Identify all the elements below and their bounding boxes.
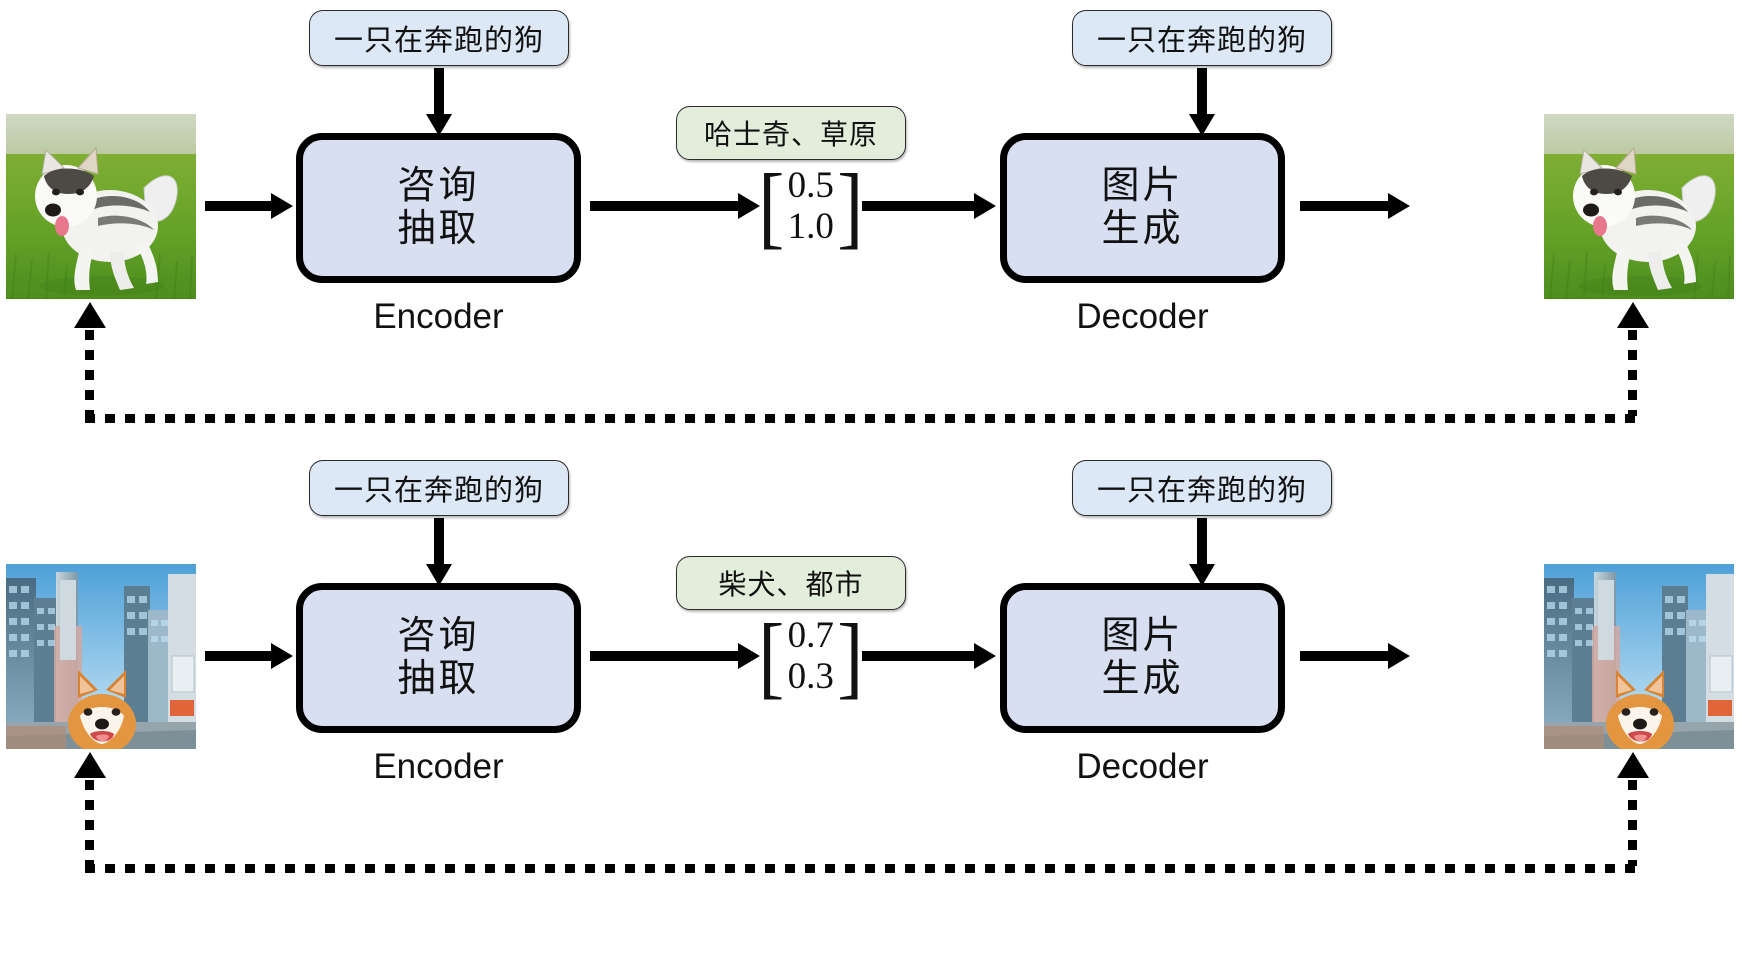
encoder-line-1: 咨询 — [397, 615, 480, 658]
encoder-module[interactable]: 咨询 抽取 — [296, 583, 581, 733]
bracket-close: ] — [837, 154, 864, 257]
latent-value-0: 0.5 — [787, 165, 834, 206]
feedback-left-arrowhead — [74, 302, 106, 328]
arrow-encoder-to-latent — [590, 193, 760, 219]
feedback-left-riser — [85, 330, 94, 416]
latent-value-1: 0.3 — [787, 655, 834, 697]
arrow-input-to-encoder — [205, 643, 293, 669]
arrow-decoder-to-output — [1300, 193, 1410, 219]
pipeline-row-shiba: 一只在奔跑的狗 咨询 抽取 Encoder 柴犬、都市 [ 0.7 0.3 ] … — [0, 450, 1742, 880]
arrow-input-to-encoder — [205, 193, 293, 219]
arrow-latent-to-decoder — [862, 193, 996, 219]
latent-vector: [ 0.7 0.3 ] — [756, 604, 866, 707]
input-image-husky — [6, 114, 196, 299]
husky-photo-icon — [1544, 114, 1734, 299]
feedback-right-arrowhead — [1617, 302, 1649, 328]
decoder-line-1: 图片 — [1101, 165, 1184, 208]
encoder-prompt-pill[interactable]: 一只在奔跑的狗 — [309, 10, 569, 66]
decoder-prompt-pill[interactable]: 一只在奔跑的狗 — [1072, 10, 1332, 66]
arrow-encoder-to-latent — [590, 643, 760, 669]
decoder-caption: Decoder — [1076, 747, 1209, 786]
bracket-open: [ — [758, 154, 785, 257]
latent-value-1: 1.0 — [787, 205, 834, 247]
shiba-city-photo-icon — [6, 564, 196, 749]
decoder-module[interactable]: 图片 生成 — [1000, 583, 1285, 733]
latent-vector: [ 0.5 1.0 ] — [756, 154, 866, 257]
decoder-line-2: 生成 — [1101, 208, 1184, 250]
encoder-prompt-pill[interactable]: 一只在奔跑的狗 — [309, 460, 569, 516]
arrow-latent-to-decoder — [862, 643, 996, 669]
encoder-line-2: 抽取 — [397, 658, 480, 700]
bracket-open: [ — [758, 604, 785, 707]
arrow-decoder-to-output — [1300, 643, 1410, 669]
shiba-city-photo-icon — [1544, 564, 1734, 749]
encoder-line-1: 咨询 — [397, 165, 480, 208]
feedback-left-riser — [85, 780, 94, 866]
arrow-prompt-to-encoder — [426, 68, 452, 136]
feedback-loop-shiba — [0, 450, 1742, 880]
feedback-right-riser — [1628, 780, 1637, 866]
feedback-loop-husky — [0, 0, 1742, 430]
decoder-line-2: 生成 — [1101, 658, 1184, 700]
encoder-module[interactable]: 咨询 抽取 — [296, 133, 581, 283]
pipeline-row-husky: 一只在奔跑的狗 咨询 抽取 Encoder 哈士奇、草原 [ 0.5 1.0 ] — [0, 0, 1742, 430]
feedback-right-arrowhead — [1617, 752, 1649, 778]
feedback-horizontal-line — [85, 414, 1637, 423]
output-image-shiba — [1544, 564, 1734, 749]
input-image-shiba — [6, 564, 196, 749]
decoder-line-1: 图片 — [1101, 615, 1184, 658]
feedback-left-arrowhead — [74, 752, 106, 778]
latent-value-0: 0.7 — [787, 615, 834, 656]
concept-pill[interactable]: 柴犬、都市 — [676, 556, 906, 610]
husky-photo-icon — [6, 114, 196, 299]
arrow-prompt-to-decoder — [1189, 518, 1215, 586]
arrow-prompt-to-decoder — [1189, 68, 1215, 136]
decoder-caption: Decoder — [1076, 297, 1209, 336]
encoder-caption: Encoder — [373, 297, 504, 336]
decoder-module[interactable]: 图片 生成 — [1000, 133, 1285, 283]
decoder-prompt-pill[interactable]: 一只在奔跑的狗 — [1072, 460, 1332, 516]
feedback-horizontal-line — [85, 864, 1637, 873]
concept-pill[interactable]: 哈士奇、草原 — [676, 106, 906, 160]
encoder-line-2: 抽取 — [397, 208, 480, 250]
encoder-caption: Encoder — [373, 747, 504, 786]
output-image-husky — [1544, 114, 1734, 299]
arrow-prompt-to-encoder — [426, 518, 452, 586]
feedback-right-riser — [1628, 330, 1637, 416]
bracket-close: ] — [837, 604, 864, 707]
